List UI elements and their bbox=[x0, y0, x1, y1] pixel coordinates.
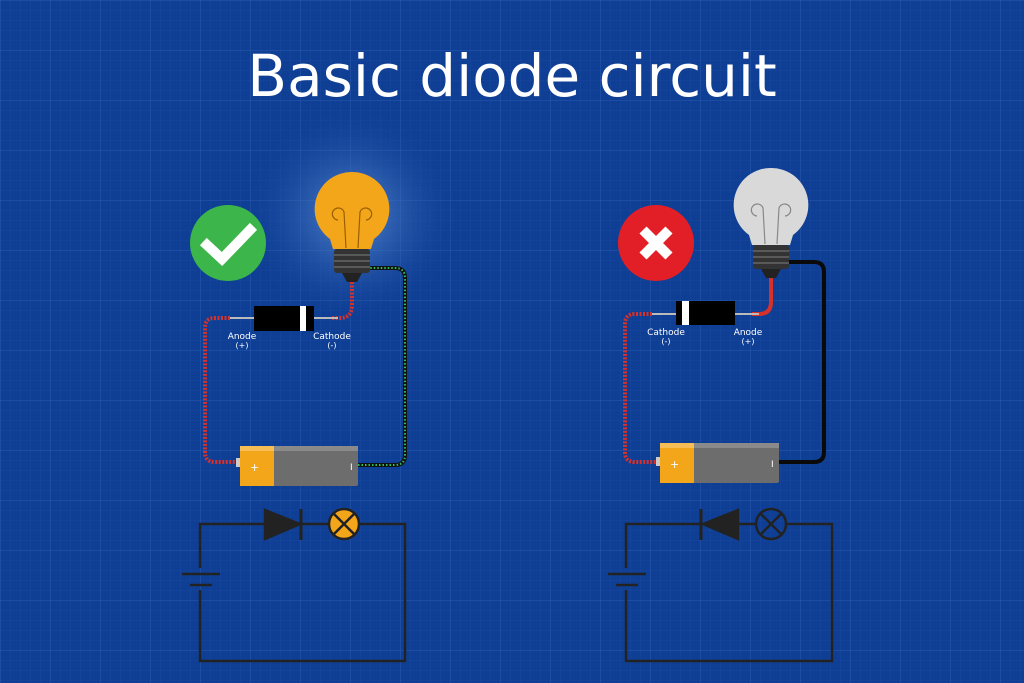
unlit-bulb-icon bbox=[733, 167, 809, 278]
wire-bulb-to-cathode bbox=[332, 282, 354, 320]
check-icon bbox=[190, 205, 266, 281]
cathode-sign: (-) bbox=[327, 341, 336, 350]
wire-bulb-to-anode bbox=[752, 278, 773, 316]
battery-component bbox=[236, 446, 358, 486]
battery-plus: + bbox=[250, 461, 259, 474]
battery-minus: I bbox=[350, 463, 353, 473]
wire-anode-to-battery bbox=[203, 316, 238, 464]
cathode-sign: (-) bbox=[661, 337, 670, 346]
wire-battery-to-bulb bbox=[779, 260, 826, 464]
cathode-label: Cathode bbox=[313, 332, 351, 342]
battery-minus: I bbox=[771, 460, 774, 470]
right-circuit: Cathode (-) Anode (+) + I bbox=[608, 167, 834, 663]
schematic-forward-bias bbox=[182, 507, 407, 663]
battery-plus: + bbox=[670, 458, 679, 471]
left-circuit: Anode (+) Cathode (-) + I bbox=[182, 105, 462, 663]
cathode-label: Cathode bbox=[647, 328, 685, 338]
page-title: Basic diode circuit bbox=[247, 42, 776, 110]
cross-icon bbox=[618, 205, 694, 281]
anode-sign: (+) bbox=[236, 341, 249, 350]
anode-label: Anode bbox=[228, 332, 257, 342]
lit-bulb-icon bbox=[314, 171, 390, 282]
wire-cathode-to-battery bbox=[623, 312, 658, 464]
schematic-reverse-bias bbox=[608, 507, 834, 663]
anode-label: Anode bbox=[734, 328, 763, 338]
diode-component bbox=[230, 306, 338, 331]
battery-component bbox=[656, 443, 779, 483]
anode-sign: (+) bbox=[742, 337, 755, 346]
diode-component bbox=[652, 301, 759, 325]
